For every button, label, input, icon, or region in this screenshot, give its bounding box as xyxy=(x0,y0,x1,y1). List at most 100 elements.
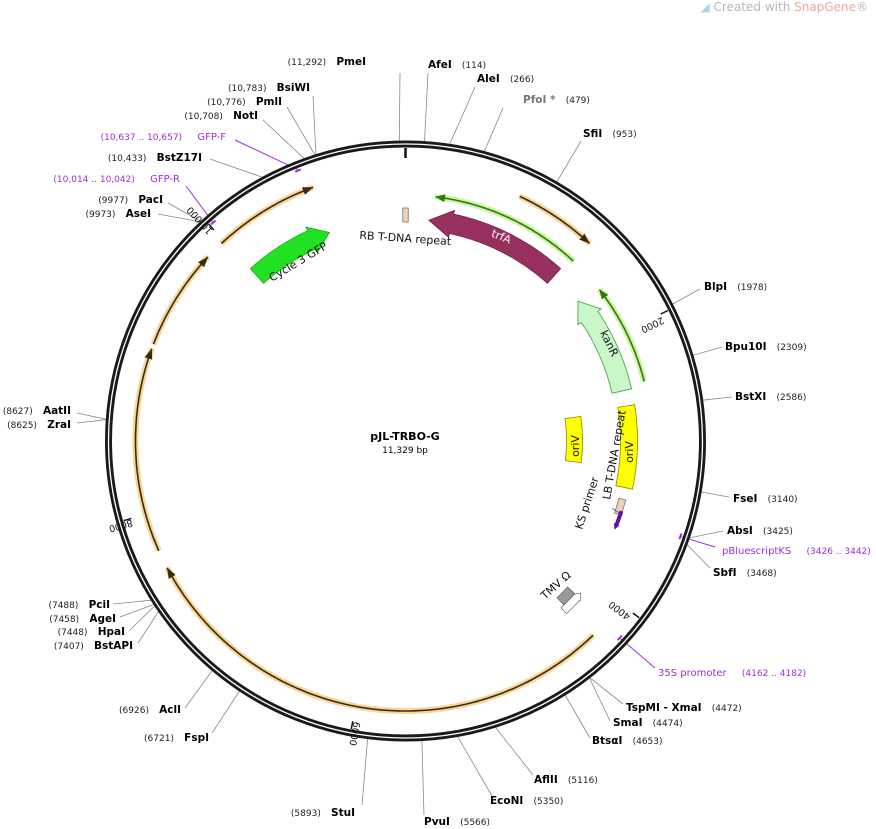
enzyme-site[interactable]: (10,776) PmlI xyxy=(207,90,282,109)
enzyme-label[interactable]: Bpu10I (2309) xyxy=(725,335,807,354)
enzyme-site[interactable]: (9977) PacI xyxy=(98,188,163,207)
enzyme-site[interactable]: TspMI - XmaI (4472) xyxy=(626,696,742,715)
tmv-omega-arrow-icon xyxy=(560,592,581,615)
enzyme-leader-line xyxy=(701,491,730,498)
primer-label[interactable]: (10,637 .. 10,657) GFP-F xyxy=(101,125,227,144)
enzyme-position: (5116) xyxy=(568,776,598,786)
enzyme-site[interactable]: BlpI (1978) xyxy=(704,275,767,294)
enzyme-site[interactable]: (10,783) BsiWI xyxy=(228,76,310,95)
lb-tdna-feature[interactable] xyxy=(614,497,627,516)
enzyme-label[interactable]: (10,708) NotI xyxy=(184,104,258,123)
enzyme-label[interactable]: (6926) AclI xyxy=(119,698,181,717)
enzyme-label[interactable]: (10,783) BsiWI xyxy=(228,76,310,95)
enzyme-label[interactable]: BstXI (2586) xyxy=(735,385,806,404)
enzyme-label[interactable]: (8625) ZraI xyxy=(7,413,71,432)
oriV-inner-feature[interactable] xyxy=(564,415,583,464)
enzyme-site[interactable]: AleI (266) xyxy=(477,67,534,86)
enzyme-site[interactable]: (9973) AseI xyxy=(85,202,151,221)
enzyme-label[interactable]: TspMI - XmaI (4472) xyxy=(626,696,742,715)
enzyme-leader-line xyxy=(312,95,317,155)
ks-primer-leader xyxy=(611,507,621,514)
enzyme-leader-line xyxy=(211,690,240,734)
enzyme-site[interactable]: FseI (3140) xyxy=(733,487,798,506)
enzyme-site[interactable]: PvuI (5566) xyxy=(424,810,490,829)
enzyme-label[interactable]: (7448) HpaI xyxy=(58,620,125,639)
enzyme-position: (5566) xyxy=(460,818,490,828)
enzyme-site[interactable]: (6721) FspI xyxy=(144,726,209,745)
enzyme-leader-line xyxy=(209,158,263,178)
enzyme-label[interactable]: AfeI (114) xyxy=(428,53,486,72)
ring-tick xyxy=(123,517,132,522)
enzyme-label[interactable]: (10,433) BstZ17I xyxy=(108,146,202,165)
enzyme-position: (4653) xyxy=(633,737,663,747)
enzyme-site[interactable]: (7407) BstAPI xyxy=(54,634,133,653)
enzyme-position: (7458) xyxy=(49,615,79,625)
enzyme-label[interactable]: PfoI * (479) xyxy=(523,88,590,107)
enzyme-label[interactable]: (9973) AseI xyxy=(85,202,151,221)
enzyme-label[interactable]: AbsI (3425) xyxy=(727,519,793,538)
enzyme-name: AgeI xyxy=(89,613,116,625)
enzyme-label[interactable]: (6721) FspI xyxy=(144,726,209,745)
primer-label[interactable]: (10,014 .. 10,042) GFP-R xyxy=(53,167,180,186)
enzyme-label[interactable]: (7458) AgeI xyxy=(49,607,116,626)
orf-arrow-arrowhead-icon xyxy=(144,348,153,360)
enzyme-label[interactable]: (9977) PacI xyxy=(98,188,163,207)
enzyme-site[interactable]: (7458) AgeI xyxy=(49,607,116,626)
enzyme-site[interactable]: (8625) ZraI xyxy=(7,413,71,432)
enzyme-label[interactable]: (5893) StuI xyxy=(291,801,355,820)
enzyme-label[interactable]: AleI (266) xyxy=(477,67,534,86)
enzyme-label[interactable]: SfiI (953) xyxy=(583,122,637,141)
enzyme-site[interactable]: EcoNI (5350) xyxy=(490,789,563,808)
enzyme-label[interactable]: (11,292) PmeI xyxy=(288,50,366,69)
enzyme-site[interactable]: SmaI (4474) xyxy=(613,711,683,730)
enzyme-label[interactable]: FseI (3140) xyxy=(733,487,798,506)
trfA-feature[interactable] xyxy=(428,209,562,284)
enzyme-label[interactable]: PvuI (5566) xyxy=(424,810,490,829)
enzyme-site[interactable]: (10,708) NotI xyxy=(184,104,258,123)
enzyme-label[interactable]: (8627) AatII xyxy=(3,399,71,418)
enzyme-site[interactable]: (7448) HpaI xyxy=(58,620,125,639)
enzyme-label[interactable]: EcoNI (5350) xyxy=(490,789,563,808)
credit-prefix: Created with xyxy=(713,0,795,14)
enzyme-position: (266) xyxy=(510,75,534,85)
enzyme-site[interactable]: (8627) AatII xyxy=(3,399,71,418)
enzyme-name: FseI xyxy=(733,493,757,505)
enzyme-site[interactable]: AbsI (3425) xyxy=(727,519,793,538)
enzyme-position: (10,708) xyxy=(184,112,223,122)
enzyme-leader-line xyxy=(589,677,624,705)
enzyme-site[interactable]: (5893) StuI xyxy=(291,801,355,820)
enzyme-label[interactable]: SmaI (4474) xyxy=(613,711,683,730)
enzyme-site[interactable]: (10,433) BstZ17I xyxy=(108,146,202,165)
enzyme-site[interactable]: BstXI (2586) xyxy=(735,385,806,404)
enzyme-label[interactable]: SbfI (3468) xyxy=(713,561,777,580)
enzyme-label[interactable]: BlpI (1978) xyxy=(704,275,767,294)
credit-brand: SnapGene xyxy=(794,0,856,14)
enzyme-site[interactable]: SfiI (953) xyxy=(583,122,637,141)
enzyme-site[interactable]: SbfI (3468) xyxy=(713,561,777,580)
enzyme-site[interactable]: (7488) PciI xyxy=(48,593,110,612)
enzyme-site[interactable]: BtsαI (4653) xyxy=(592,729,663,748)
gfp-feature[interactable] xyxy=(249,226,331,284)
enzyme-label[interactable]: (7407) BstAPI xyxy=(54,634,133,653)
enzyme-site[interactable]: (11,292) PmeI xyxy=(288,50,366,69)
kanR-feature[interactable] xyxy=(577,300,633,394)
ks-primer-feature[interactable] xyxy=(613,510,624,530)
orf-arrow xyxy=(166,567,594,712)
oriV-outer-feature[interactable] xyxy=(615,404,638,490)
enzyme-label[interactable]: (10,776) PmlI xyxy=(207,90,282,109)
primer-label[interactable]: 35S promoter (4162 .. 4182) xyxy=(658,661,806,680)
rb-tdna-feature[interactable] xyxy=(402,207,409,223)
enzyme-leader-line xyxy=(483,107,504,152)
enzyme-site[interactable]: AflII (5116) xyxy=(534,768,598,787)
enzyme-label[interactable]: AflII (5116) xyxy=(534,768,598,787)
orf-arrow xyxy=(134,348,160,552)
primer-label[interactable]: pBluescriptKS (3426 .. 3442) xyxy=(722,539,871,558)
enzyme-label[interactable]: (7488) PciI xyxy=(48,593,110,612)
enzyme-site[interactable]: PfoI * (479) xyxy=(523,88,590,107)
enzyme-site[interactable]: AfeI (114) xyxy=(428,53,486,72)
enzyme-position: (8627) xyxy=(3,407,33,417)
enzyme-leader-line xyxy=(262,119,305,159)
enzyme-site[interactable]: (6926) AclI xyxy=(119,698,181,717)
enzyme-site[interactable]: Bpu10I (2309) xyxy=(725,335,807,354)
enzyme-label[interactable]: BtsαI (4653) xyxy=(592,729,663,748)
